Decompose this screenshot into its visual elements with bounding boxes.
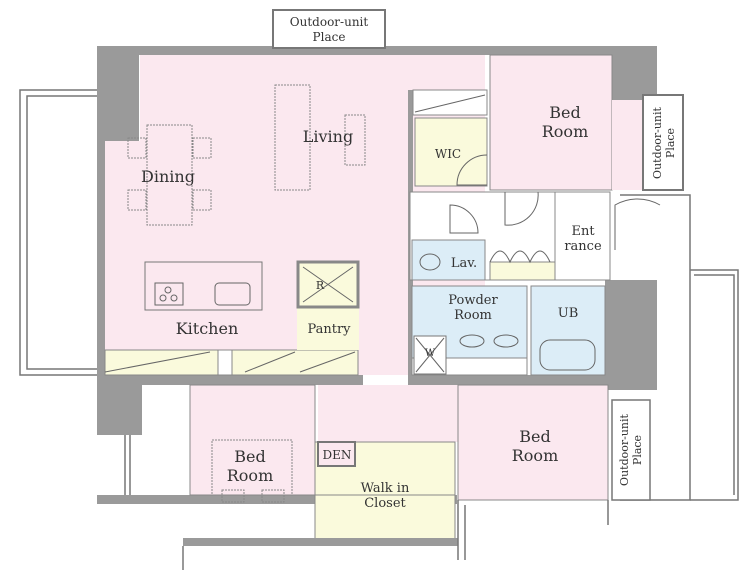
unit-bath xyxy=(530,285,606,376)
fridge-label: R xyxy=(316,279,325,292)
entrance[interactable] xyxy=(554,191,611,281)
powder-label-2: Room xyxy=(454,308,492,323)
stove-icon xyxy=(154,282,184,306)
wall-corner-bl xyxy=(97,370,142,435)
dining-label: Dining xyxy=(141,167,195,186)
wall-mid-right xyxy=(408,375,608,385)
wall-left xyxy=(97,55,105,375)
bedroom-left-label-2: Room xyxy=(227,466,273,485)
den-label: DEN xyxy=(323,448,352,462)
wic-top-label: WIC xyxy=(435,147,461,161)
ub-label: UB xyxy=(558,306,579,321)
living-label: Living xyxy=(303,127,353,146)
bedroom-left-label-1: Bed xyxy=(234,447,265,466)
dining-table xyxy=(127,124,212,226)
outdoor-unit-right xyxy=(642,94,684,191)
lav-label: Lav. xyxy=(451,256,477,271)
entrance-label-1: Ent xyxy=(571,224,595,239)
bedroom-right-label-1: Bed xyxy=(519,427,550,446)
pantry-label: Pantry xyxy=(307,322,351,337)
lavatory xyxy=(411,239,486,281)
bathtub-icon xyxy=(539,339,596,371)
bedroom-top-label-1: Bed xyxy=(549,103,580,122)
wall-top xyxy=(97,46,657,55)
wall-mid-left xyxy=(138,375,363,385)
outdoor-unit-right-label-1: Outdoor-unit xyxy=(651,106,664,178)
outdoor-unit-bottom-label-1: Outdoor-unit xyxy=(618,413,631,485)
sofa xyxy=(274,84,366,191)
den xyxy=(317,441,356,467)
outdoor-unit-top xyxy=(272,9,386,49)
kitchen-label: Kitchen xyxy=(176,319,239,338)
wic-bottom-label-2: Closet xyxy=(364,496,406,511)
outdoor-unit-top-label-1: Outdoor-unit xyxy=(290,15,369,29)
outdoor-unit-right-label-2: Place xyxy=(664,128,677,158)
entrance-label-2: rance xyxy=(564,239,602,254)
bedroom-top xyxy=(489,54,613,191)
sink-icon xyxy=(214,282,251,306)
shoe-cabinet xyxy=(489,261,556,281)
outdoor-unit-bottom-label-2: Place xyxy=(631,435,644,465)
wall-bottom xyxy=(97,495,457,504)
bedroom-right xyxy=(457,384,609,501)
bedroom-top-label-2: Room xyxy=(542,122,588,141)
wic-bottom-label-1: Walk in xyxy=(361,481,410,496)
walk-in-closet-extension xyxy=(314,494,456,541)
right-balcony xyxy=(620,194,739,501)
bedroom-right-label-2: Room xyxy=(512,446,558,465)
washer-label: W xyxy=(425,348,436,359)
kitchen-counter xyxy=(144,261,263,311)
outdoor-unit-bottom xyxy=(611,399,651,501)
powder-label-1: Powder xyxy=(448,293,498,308)
left-balcony xyxy=(19,89,97,376)
wall-right-mid xyxy=(605,280,657,390)
toilet-icon xyxy=(419,253,441,271)
outdoor-unit-top-label-2: Place xyxy=(313,30,346,44)
wic-top xyxy=(414,117,488,187)
